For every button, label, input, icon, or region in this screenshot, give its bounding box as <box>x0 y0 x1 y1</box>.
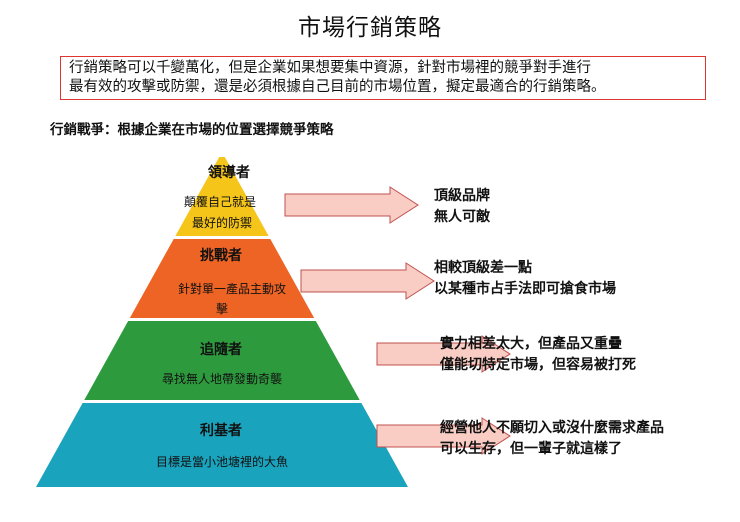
pyramid-tier-follower <box>84 321 360 400</box>
tier-desc-leader-line2: 最好的防禦 <box>191 216 253 230</box>
tier-desc-follower-line1: 尋找無人地帶發動奇襲 <box>161 372 283 386</box>
intro-box: 行銷策略可以千變萬化，但是企業如果想要集中資源，針對市場裡的競爭對手進行 最有效… <box>60 56 706 100</box>
tier-desc-leader-line1: 顛覆自己就是 <box>183 195 257 209</box>
note-line: 以某種市占手法即可搶食市場 <box>434 281 616 297</box>
note-line: 無人可敵 <box>434 209 490 225</box>
intro-line: 行銷策略可以千變萬化，但是企業如果想要集中資源，針對市場裡的競爭對手進行 <box>69 60 591 76</box>
tier-title-challenger: 挑戰者 <box>200 248 242 264</box>
intro-line: 最有效的攻擊或防禦，還是必須根據自己目前的市場位置，擬定最適合的行銷策略。 <box>69 79 606 95</box>
arrow-follower <box>376 335 511 373</box>
note-line: 可以生存，但一輩子就這樣了 <box>440 441 622 457</box>
note-line: 僅能切特定市場，但容易被打死 <box>440 357 636 373</box>
tier-desc-challenger-line2: 擊 <box>215 302 229 316</box>
tier-desc-challenger-line1: 針對單一產品主動攻 <box>177 282 287 296</box>
diagram-subtitle: 行銷戰爭：根據企業在市場的位置選擇競爭策略 <box>50 122 334 138</box>
arrow-challenger <box>300 262 435 300</box>
arrow-leader <box>284 186 419 224</box>
note-challenger: 相較頂級差一點 以某種市占手法即可搶食市場 <box>434 258 616 300</box>
note-line: 相較頂級差一點 <box>434 260 532 276</box>
pyramid-tier-challenger <box>129 239 315 318</box>
pyramid-tier-leader <box>175 157 269 236</box>
page-title: 市場行銷策略 <box>298 15 442 41</box>
note-line: 實力相差太大，但產品又重疊 <box>440 336 622 352</box>
tier-title-follower: 追隨者 <box>200 342 242 358</box>
note-leader: 頂級品牌 無人可敵 <box>434 186 490 228</box>
arrow-nicher <box>376 417 511 455</box>
note-nicher: 經營他人不願切入或沒什麼需求產品 可以生存，但一輩子就這樣了 <box>440 418 664 460</box>
note-line: 頂級品牌 <box>434 188 490 204</box>
tier-title-leader: 領導者 <box>208 165 250 181</box>
note-line: 經營他人不願切入或沒什麼需求產品 <box>440 420 664 436</box>
tier-desc-nicher-line1: 目標是當小池塘裡的大魚 <box>155 455 289 469</box>
pyramid-tier-nicher <box>36 403 408 487</box>
note-follower: 實力相差太大，但產品又重疊 僅能切特定市場，但容易被打死 <box>440 334 636 376</box>
tier-title-nicher: 利基者 <box>200 423 242 439</box>
